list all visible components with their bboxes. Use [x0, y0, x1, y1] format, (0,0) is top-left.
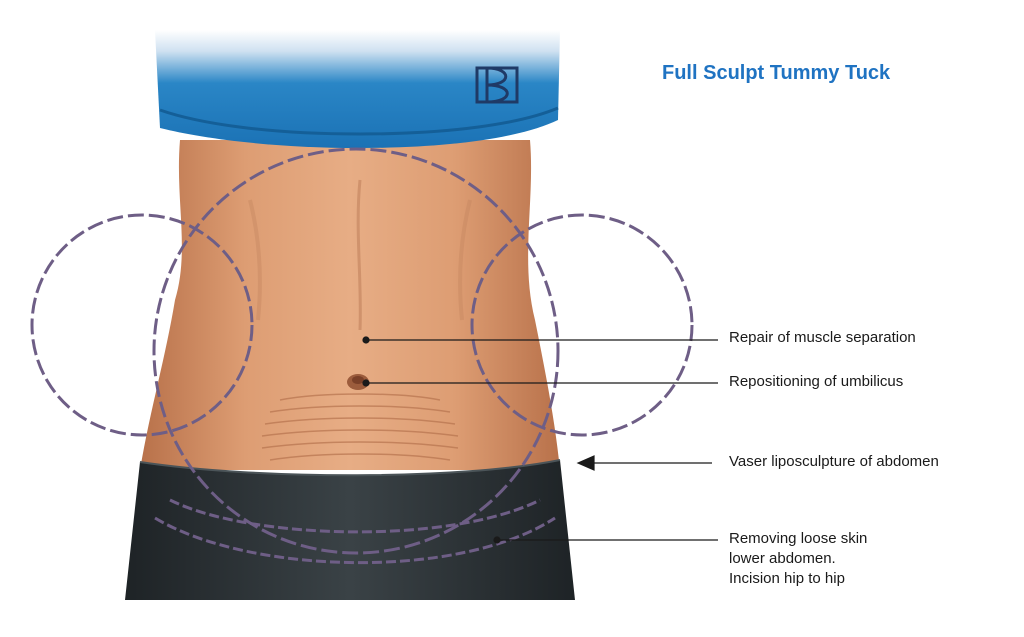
- top-band: [159, 106, 559, 136]
- label-loose-skin-line-2: lower abdomen.: [729, 550, 836, 567]
- label-muscle-repair: Repair of muscle separation: [729, 329, 916, 346]
- ab-contour: [356, 179, 362, 331]
- leader-dot-muscle: [362, 336, 370, 344]
- label-loose-skin-line-1: Removing loose skin: [729, 530, 868, 547]
- ab-contour-right: [458, 199, 472, 321]
- skin-wrinkles: [261, 393, 459, 461]
- incision-line-upper: [169, 498, 541, 534]
- label-vaser: Vaser liposculpture of abdomen: [729, 453, 939, 470]
- label-loose-skin-line-3: Incision hip to hip: [729, 570, 845, 587]
- torso-skin: [140, 140, 560, 470]
- flank-circle-left: [30, 213, 254, 437]
- flank-circle-right: [470, 213, 694, 437]
- diagram-title: Full Sculpt Tummy Tuck: [662, 62, 891, 84]
- logo-monogram-icon: [475, 66, 519, 104]
- abdomen-circle: [152, 147, 560, 555]
- sports-top: [155, 30, 560, 148]
- arrow-vaser: [576, 455, 595, 471]
- ab-contour-left: [248, 199, 262, 321]
- leader-dot-skin: [493, 536, 501, 544]
- label-umbilicus: Repositioning of umbilicus: [729, 373, 904, 390]
- pants: [125, 460, 575, 600]
- label-loose-skin: Removing loose skin lower abdomen. Incis…: [729, 529, 867, 589]
- leader-dot-umbilicus: [362, 379, 370, 387]
